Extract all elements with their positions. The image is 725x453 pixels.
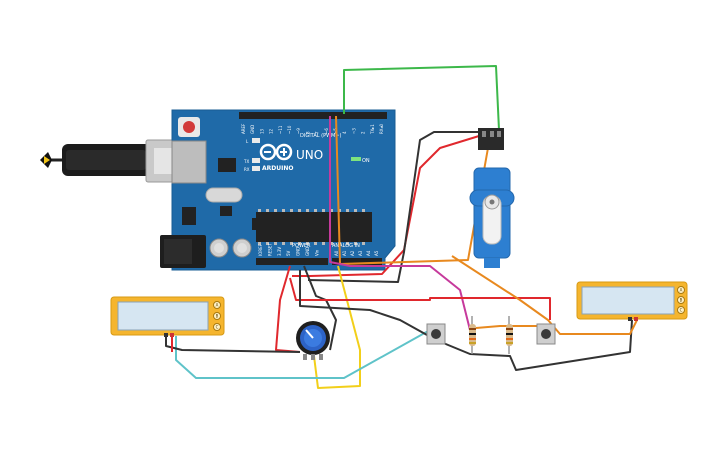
wire-red-bus[interactable] — [289, 277, 551, 320]
power-pin-label-0: IOREF — [258, 243, 263, 256]
digital-pin-label-3: 12 — [269, 128, 274, 134]
on-label: ON — [362, 158, 370, 164]
analog-pin-label-0: A0 — [334, 250, 339, 256]
digital-pin-label-9: ~6 — [324, 128, 329, 134]
digital-pin-label-11: 4 — [342, 131, 347, 134]
wire-black-left[interactable] — [165, 336, 301, 353]
servo-motor[interactable] — [469, 128, 515, 268]
board-model: UNO — [296, 148, 323, 162]
digital-header-label: DIGITAL (PWM~) — [300, 133, 342, 139]
power-pin-label-3: 5V — [286, 250, 291, 256]
digital-pin-label-0: AREF — [241, 123, 246, 134]
digital-pin-label-15: RX◂0 — [379, 123, 384, 134]
wire-servo-black[interactable] — [307, 131, 484, 283]
digital-pin-label-12: ~3 — [351, 128, 356, 134]
wire-magenta[interactable] — [329, 116, 471, 331]
lcd-display-right[interactable]: ABC — [576, 281, 688, 321]
digital-pin-label-7: 8 — [305, 131, 310, 134]
digital-pin-label-8: 7 — [315, 131, 320, 134]
digital-pin-label-6: ~9 — [296, 128, 301, 134]
digital-pin-label-1: GND — [250, 125, 255, 134]
lcd-right-pin-label-1: B — [680, 298, 683, 303]
potentiometer[interactable] — [296, 321, 330, 360]
lcd-left-pin-label-2: C — [216, 325, 219, 330]
digital-pin-label-5: ~10 — [287, 125, 292, 134]
power-pin-label-6: Vin — [314, 249, 319, 256]
power-pin-label-4: GND — [296, 247, 301, 256]
digital-pin-label-13: 2 — [361, 131, 366, 134]
arduino-logo-icon — [259, 143, 293, 161]
analog-pin-label-2: A2 — [350, 250, 355, 256]
power-pin-label-2: 3.3V — [277, 247, 282, 256]
push-button-2[interactable] — [536, 323, 556, 345]
analog-pin-label-4: A4 — [366, 250, 371, 256]
board-brand: ARDUINO — [262, 165, 293, 172]
lcd-display-left[interactable]: A B C — [110, 296, 225, 337]
resistor-1[interactable] — [469, 316, 476, 354]
lcd-right-pin-label-2: C — [680, 308, 683, 313]
arduino-uno-board[interactable]: L TX RX ARDUINO UNO ON — [160, 109, 396, 271]
wire-black-bus[interactable] — [299, 270, 633, 371]
digital-pin-label-14: TX▸1 — [370, 124, 375, 135]
digital-pin-label-2: 13 — [259, 128, 264, 134]
analog-header-label: ANALOG IN — [332, 243, 360, 249]
power-pin-label-1: RESET — [267, 243, 272, 256]
digital-pin-label-4: ~11 — [278, 125, 283, 134]
led-l-label: L — [246, 139, 249, 144]
led-rx-label: RX — [244, 167, 250, 172]
push-button-1[interactable] — [426, 323, 446, 345]
wire-cyan[interactable] — [175, 329, 431, 379]
lcd-left-pin-label-1: B — [216, 314, 219, 319]
power-pin-label-5: GND — [305, 247, 310, 256]
analog-pin-label-5: A5 — [374, 250, 379, 256]
lcd-left-pin-label-0: A — [216, 303, 219, 308]
wire-orange-btn[interactable] — [475, 325, 540, 329]
resistor-2[interactable] — [506, 316, 513, 354]
lcd-right-pin-label-0: A — [680, 288, 683, 293]
analog-pin-label-1: A1 — [342, 250, 347, 256]
wire-green[interactable] — [343, 65, 500, 131]
analog-pin-label-3: A3 — [358, 250, 363, 256]
led-tx-label: TX — [243, 159, 249, 164]
power-header-label: POWER — [292, 243, 311, 249]
